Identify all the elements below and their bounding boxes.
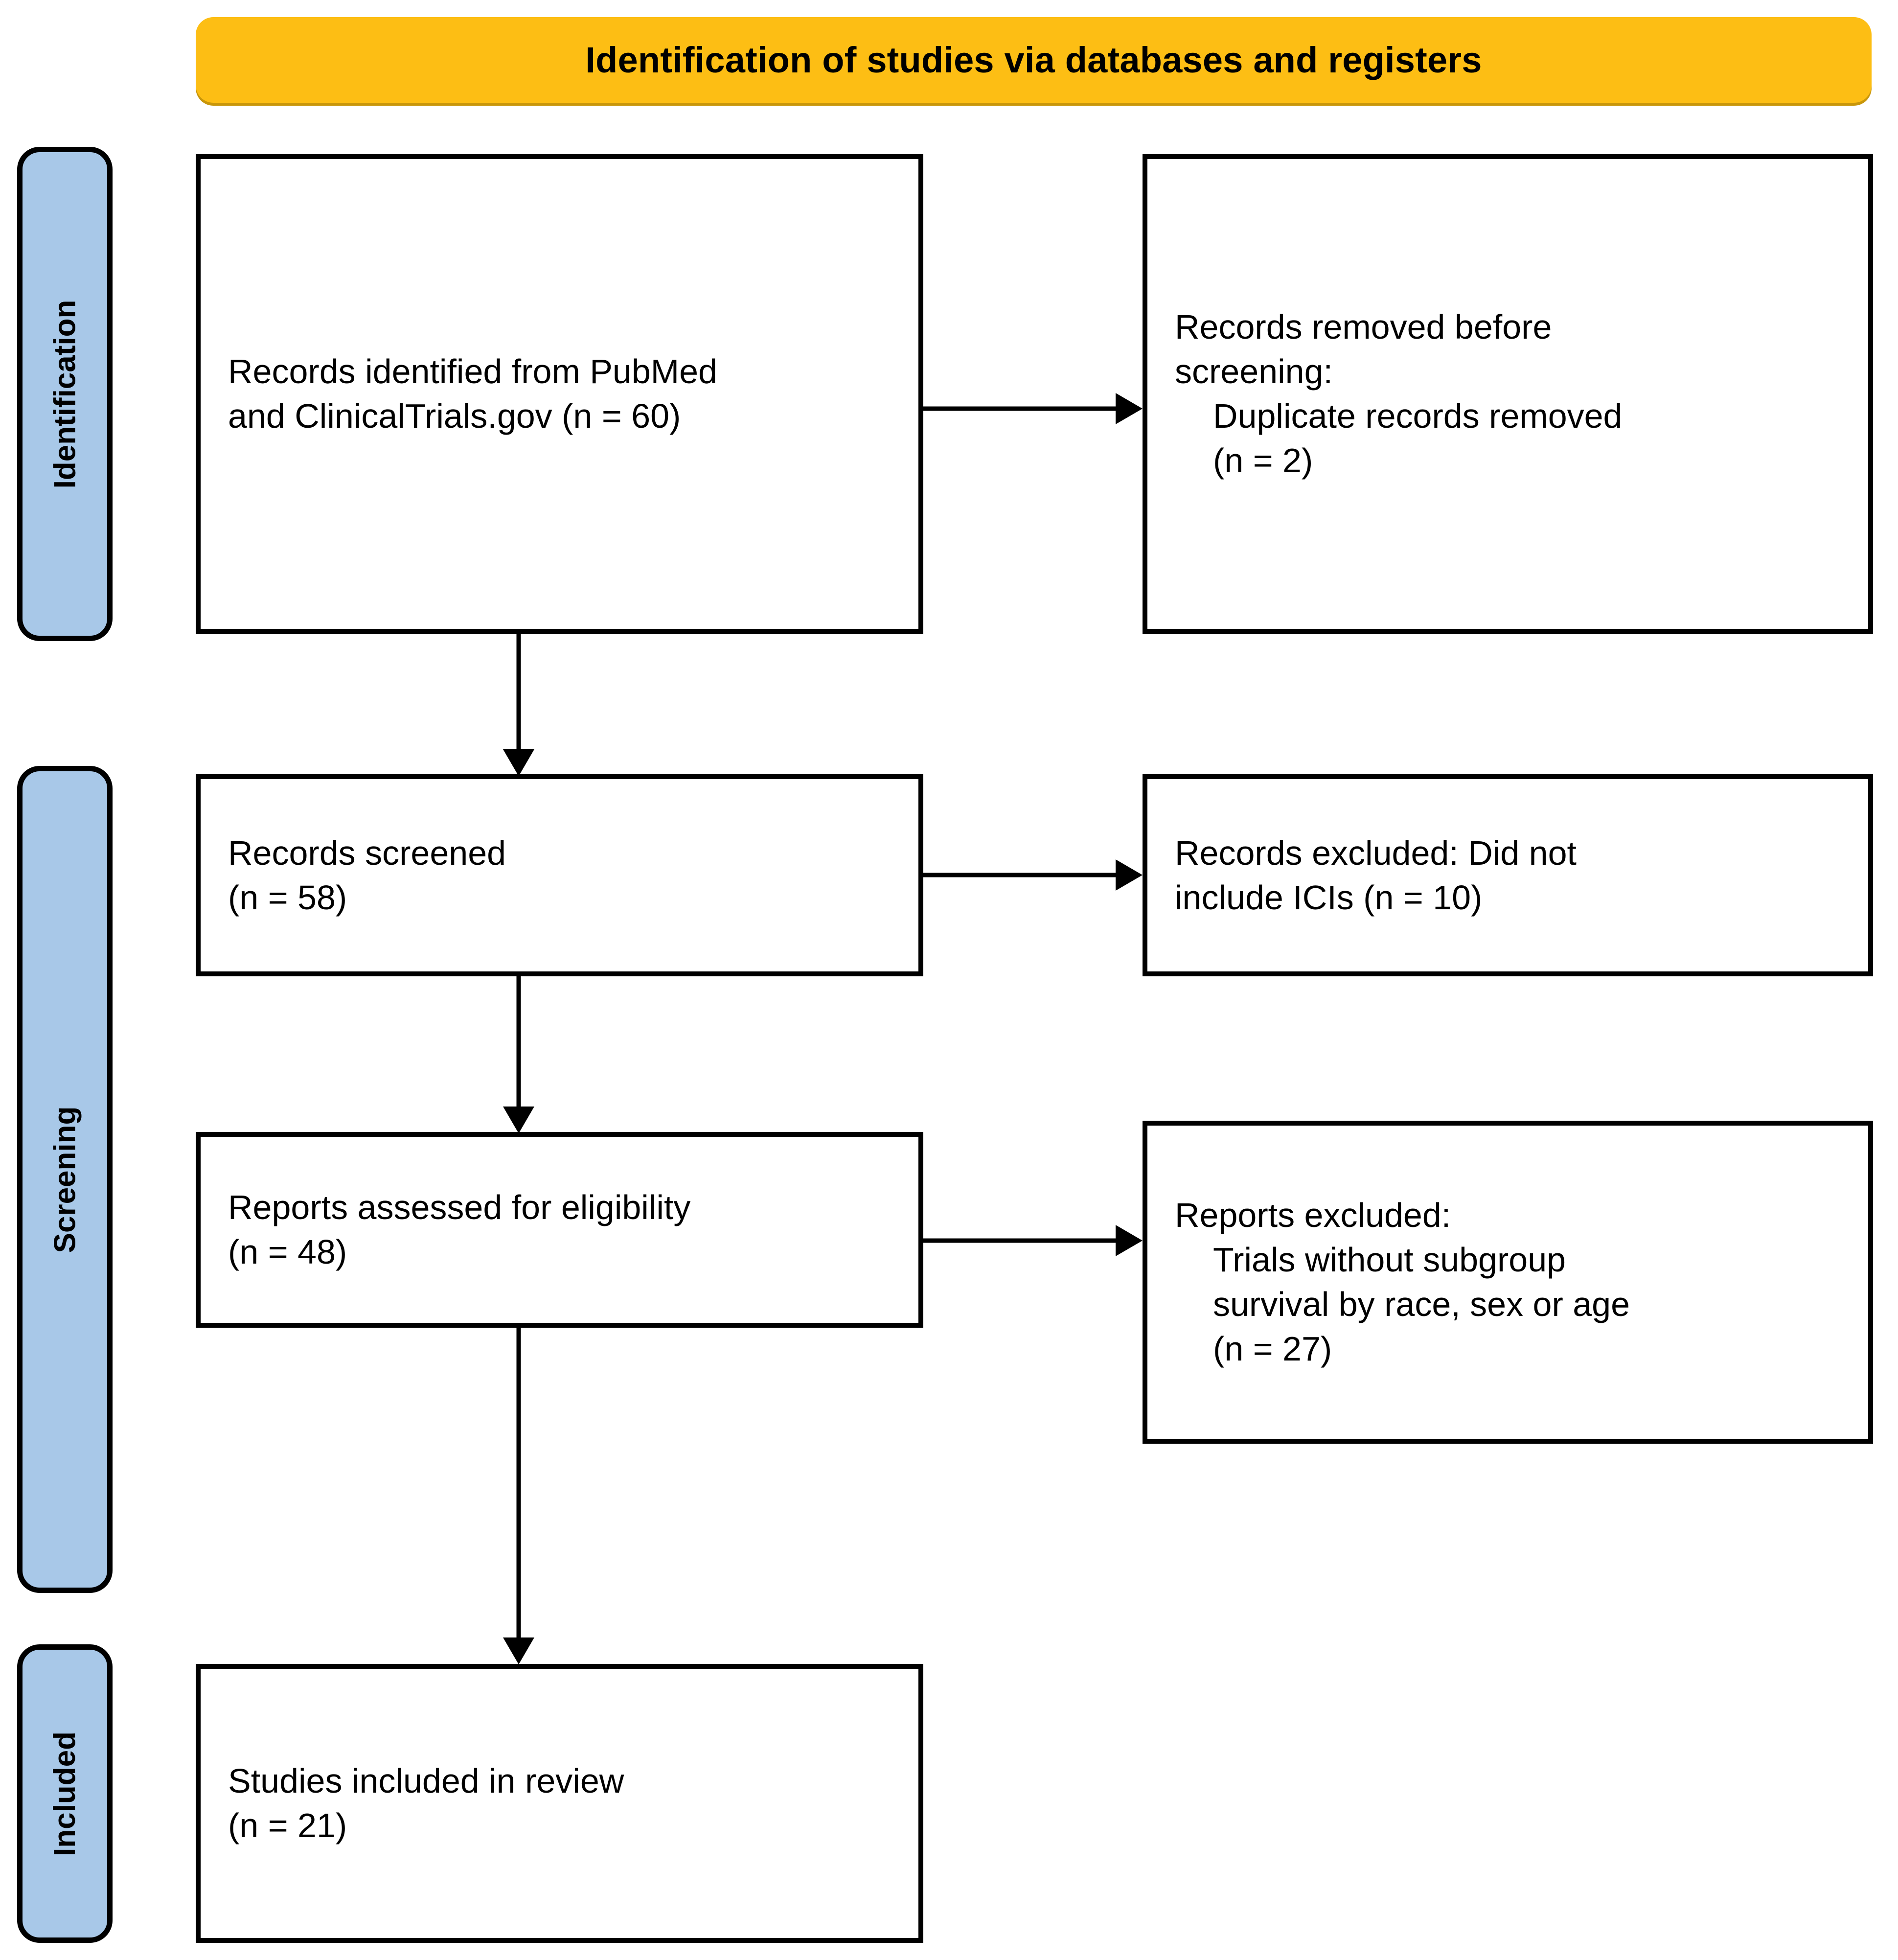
arrow-eligibility-to-included: [499, 1328, 538, 1666]
box-records-removed-line1: Records removed before: [1175, 308, 1552, 346]
box-reports-excluded-line2: Trials without subgroup: [1213, 1241, 1566, 1279]
arrow-screened-to-excluded-records: [923, 855, 1146, 895]
box-records-identified: Records identified from PubMed and Clini…: [196, 154, 923, 634]
box-studies-included: Studies included in review (n = 21): [196, 1664, 923, 1943]
box-records-screened-line2: (n = 58): [228, 878, 347, 917]
box-reports-assessed-eligibility-line2: (n = 48): [228, 1233, 347, 1271]
banner-title: Identification of studies via databases …: [585, 40, 1482, 80]
box-records-removed-line2: screening:: [1175, 352, 1333, 391]
box-records-excluded: Records excluded: Did not include ICIs (…: [1143, 774, 1873, 976]
box-studies-included-line1: Studies included in review: [228, 1762, 624, 1800]
box-records-screened: Records screened (n = 58): [196, 774, 923, 976]
arrow-eligibility-to-excluded-reports: [923, 1221, 1146, 1260]
box-reports-excluded-line3: survival by race, sex or age: [1213, 1285, 1630, 1323]
box-records-removed-line3: Duplicate records removed: [1213, 397, 1623, 435]
stage-label-included-text: Included: [48, 1731, 82, 1856]
diagram-banner: Identification of studies via databases …: [196, 17, 1872, 103]
box-reports-assessed-eligibility: Reports assessed for eligibility (n = 48…: [196, 1132, 923, 1328]
stage-label-identification: Identification: [17, 147, 113, 641]
arrow-identified-to-screened: [499, 634, 538, 778]
box-reports-assessed-eligibility-line1: Reports assessed for eligibility: [228, 1188, 691, 1226]
arrow-identified-to-removed: [923, 389, 1146, 428]
box-records-identified-line2: and ClinicalTrials.gov (n = 60): [228, 397, 681, 435]
box-reports-excluded-line1: Reports excluded:: [1175, 1196, 1451, 1234]
stage-label-screening-text: Screening: [48, 1106, 82, 1253]
box-records-excluded-line2: include ICIs (n = 10): [1175, 878, 1483, 917]
box-studies-included-line2: (n = 21): [228, 1806, 347, 1845]
box-reports-excluded-line4: (n = 27): [1213, 1330, 1332, 1368]
box-reports-excluded: Reports excluded: Trials without subgrou…: [1143, 1121, 1873, 1444]
box-records-identified-line1: Records identified from PubMed: [228, 352, 717, 391]
stage-label-screening: Screening: [17, 766, 113, 1593]
arrow-screened-to-eligibility: [499, 976, 538, 1135]
box-records-removed-line4: (n = 2): [1213, 441, 1313, 480]
box-records-excluded-line1: Records excluded: Did not: [1175, 833, 1577, 872]
stage-label-included: Included: [17, 1644, 113, 1943]
box-records-screened-line1: Records screened: [228, 833, 506, 872]
box-records-removed: Records removed before screening: Duplic…: [1143, 154, 1873, 634]
stage-label-identification-text: Identification: [48, 300, 82, 488]
